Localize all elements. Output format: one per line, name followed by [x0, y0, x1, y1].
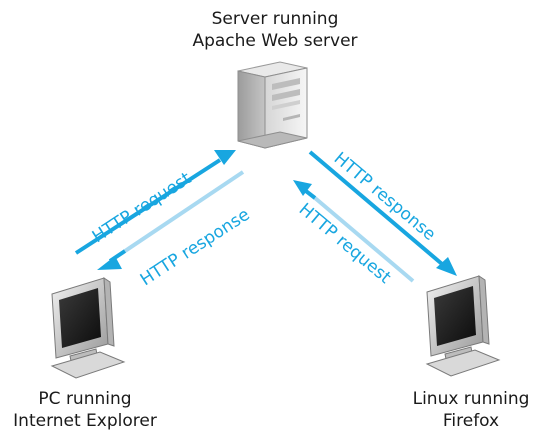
pc-monitor-icon [50, 277, 126, 379]
pc-caption-line1: PC running [38, 389, 132, 409]
pc-response-label: HTTP response [137, 205, 254, 290]
linux-caption: Linux running Firefox [395, 388, 547, 432]
server-caption-line1: Server running [211, 9, 339, 29]
pc-request-label: HTTP request [89, 168, 195, 247]
pc-caption-line2: Internet Explorer [13, 411, 157, 431]
pc-response-arrow [97, 170, 245, 270]
linux-monitor-icon [425, 275, 501, 377]
server-caption-line2: Apache Web server [192, 31, 358, 51]
linux-request-arrow [293, 180, 415, 283]
linux-response-arrow [308, 150, 457, 276]
linux-response-label: HTTP response [330, 149, 439, 245]
pc-request-arrow [74, 150, 236, 255]
server-tower-icon [237, 61, 308, 149]
linux-caption-line2: Firefox [442, 411, 500, 431]
pc-caption: PC running Internet Explorer [0, 388, 170, 432]
linux-caption-line1: Linux running [412, 389, 530, 409]
server-caption: Server running Apache Web server [160, 8, 390, 52]
